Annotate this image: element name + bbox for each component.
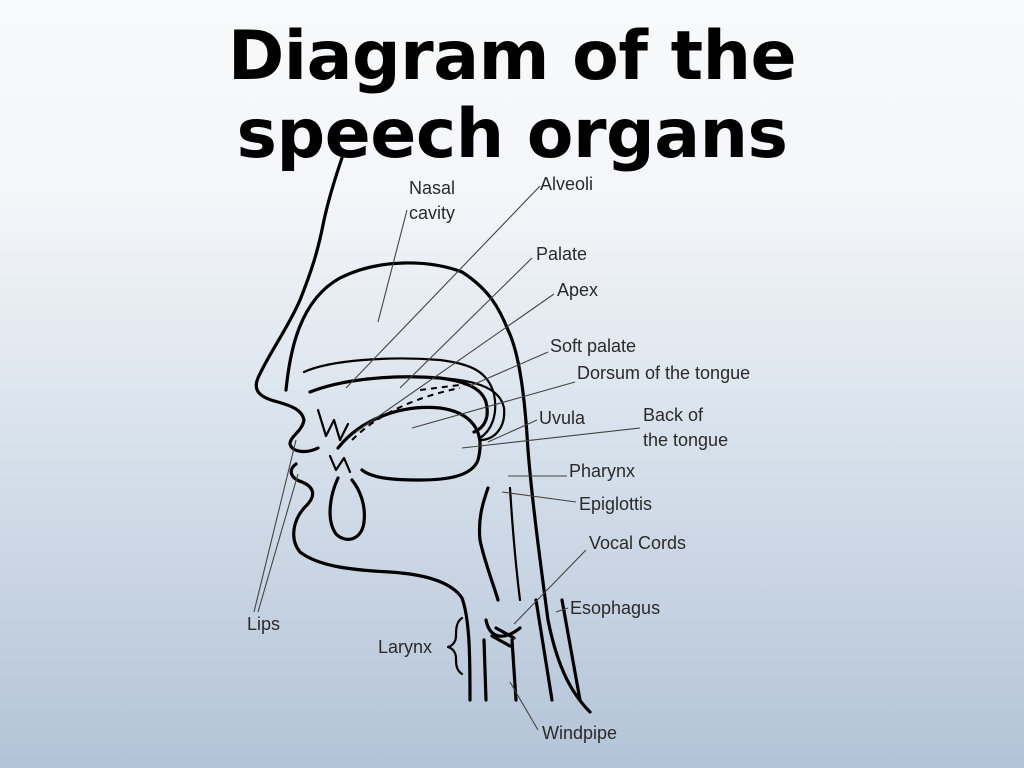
label-dorsum: Dorsum of the tongue [577, 363, 750, 383]
slide-title: Diagram of the speech organs [0, 18, 1024, 174]
pointer-epiglottis [501, 491, 577, 503]
label-vocal-cords: Vocal Cords [589, 533, 686, 553]
pointer-lips-upper [253, 439, 297, 613]
pointer-soft-palate [469, 351, 549, 387]
label-back-line1: Back of [643, 405, 704, 425]
hard-palate [308, 375, 489, 434]
pointer-vocal-cords [513, 549, 587, 625]
larynx-brace [446, 616, 464, 676]
face-profile-outline [254, 150, 346, 454]
pointer-dorsum [411, 381, 576, 429]
pointer-esophagus [555, 607, 569, 613]
tongue-dorsum-dashed [419, 383, 469, 391]
nasal-cavity-outline [284, 261, 592, 714]
label-alveoli: Alveoli [540, 174, 593, 194]
pointer-windpipe [509, 681, 539, 731]
label-pharynx: Pharynx [569, 461, 635, 481]
label-nasal-line2: cavity [409, 203, 455, 223]
lower-teeth [328, 454, 352, 474]
pointer-nasal [377, 209, 408, 323]
pharynx-line [508, 486, 522, 602]
sublingual-cavity [328, 476, 366, 541]
pointer-alveoli [345, 185, 541, 389]
soft-palate-shape [438, 376, 506, 442]
pointer-apex [355, 293, 555, 433]
windpipe-tube [482, 638, 518, 702]
upper-teeth [316, 408, 350, 442]
chin-neck-outline [289, 462, 472, 702]
title-line-2: speech organs [236, 95, 788, 174]
esophagus-tube [534, 598, 582, 702]
pointer-palate [399, 257, 533, 389]
label-apex: Apex [557, 280, 598, 300]
title-line-1: Diagram of the [227, 17, 797, 96]
label-larynx: Larynx [378, 637, 432, 657]
label-back-line2: the tongue [643, 430, 728, 450]
pointer-back-tongue [461, 427, 641, 449]
tongue-outline [336, 405, 482, 482]
label-soft-palate: Soft palate [550, 336, 636, 356]
tongue-apex-dashed [351, 387, 461, 441]
label-epiglottis: Epiglottis [579, 494, 652, 514]
pointer-uvula [487, 419, 538, 443]
label-palate: Palate [536, 244, 587, 264]
label-uvula: Uvula [539, 408, 586, 428]
label-windpipe: Windpipe [542, 723, 617, 743]
pointer-lips-lower [257, 473, 299, 613]
label-nasal-line1: Nasal [409, 178, 455, 198]
epiglottis-shape [477, 486, 500, 602]
label-lips: Lips [247, 614, 280, 634]
nasal-passage-line [302, 357, 497, 440]
larynx-shape [484, 618, 522, 648]
label-esophagus: Esophagus [570, 598, 660, 618]
pointer-lines [253, 185, 641, 731]
